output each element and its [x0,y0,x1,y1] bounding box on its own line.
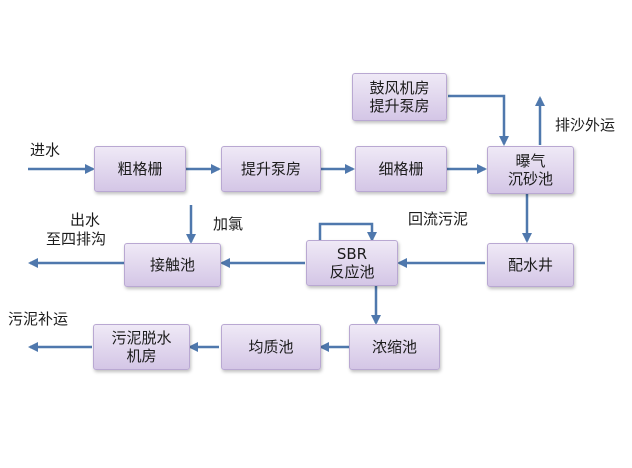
arrow-blower-to-grit [448,94,509,146]
distribution-well-label: 配水井 [507,256,553,274]
dewatering-label-2: 机房 [126,347,157,365]
blower-pump-label-2: 提升泵房 [369,97,430,115]
blower-pump-label-1: 鼓风机房 [369,79,430,97]
return-sludge-label: 回流污泥 [408,210,469,228]
coarse-screen-box: 粗格栅 [94,146,186,192]
dewatering-label-1: 污泥脱水 [111,329,172,347]
thickener-label: 浓缩池 [371,338,417,356]
outflow-label-2: 至四排沟 [46,230,107,248]
lift-pump-box: 提升泵房 [221,146,321,192]
equalization-label: 均质池 [248,338,294,356]
dewatering-box: 污泥脱水机房 [93,324,190,370]
arrow-sbr-loop [318,222,377,242]
fine-screen-box: 细格栅 [355,146,447,192]
fine-screen-label: 细格栅 [378,160,424,178]
coarse-screen-label: 粗格栅 [117,160,163,178]
contact-tank-label: 接触池 [149,256,195,274]
aerated-grit-box: 曝气沉砂池 [487,146,574,194]
lift-pump-label: 提升泵房 [240,160,301,178]
blower-pump-box: 鼓风机房提升泵房 [352,73,447,121]
sbr-label-2: 反应池 [329,263,375,281]
chlorine-label: 加氯 [213,215,244,233]
inflow-label: 进水 [30,141,61,159]
sbr-label-1: SBR [336,245,368,263]
thickener-box: 浓缩池 [349,324,440,370]
sludge-out-label: 污泥补运 [8,310,69,328]
distribution-well-box: 配水井 [487,243,574,287]
contact-tank-box: 接触池 [124,243,221,287]
aerated-grit-label-2: 沉砂池 [507,170,553,188]
aerated-grit-label-1: 曝气 [515,152,546,170]
outflow-label-1: 出水 [70,211,101,229]
grit-out-label: 排沙外运 [555,116,616,134]
equalization-box: 均质池 [221,324,321,370]
